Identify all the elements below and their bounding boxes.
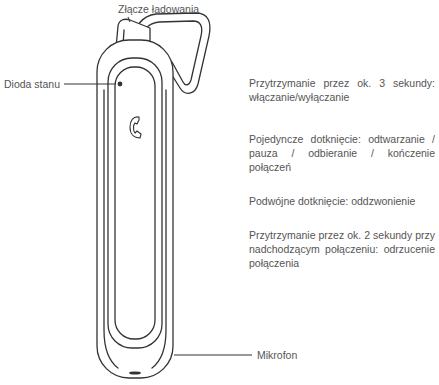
microphone-hole (129, 371, 141, 374)
leader-line (128, 17, 130, 22)
status-led (118, 82, 123, 87)
touch-panel (108, 58, 162, 348)
function-note: Pojedyncze dotknięcie: odtwarzanie / pau… (249, 132, 435, 174)
leader-line (64, 84, 116, 85)
headset-body (97, 40, 173, 378)
part-name: Dioda stanu (4, 77, 60, 91)
function-note: Podwójne dotknięcie: oddzwonienie (249, 194, 435, 208)
part-name: Złącze ładowania (118, 2, 199, 16)
phone-icon (130, 117, 141, 138)
touch-panel-inner (115, 67, 155, 339)
function-note: Przytrzymanie przez ok. 2 sekundy przy n… (249, 228, 435, 270)
part-name: Mikrofon (257, 348, 297, 362)
leader-line (174, 355, 252, 356)
function-note: Przytrzymanie przez ok. 3 sekundy: włącz… (249, 76, 435, 104)
